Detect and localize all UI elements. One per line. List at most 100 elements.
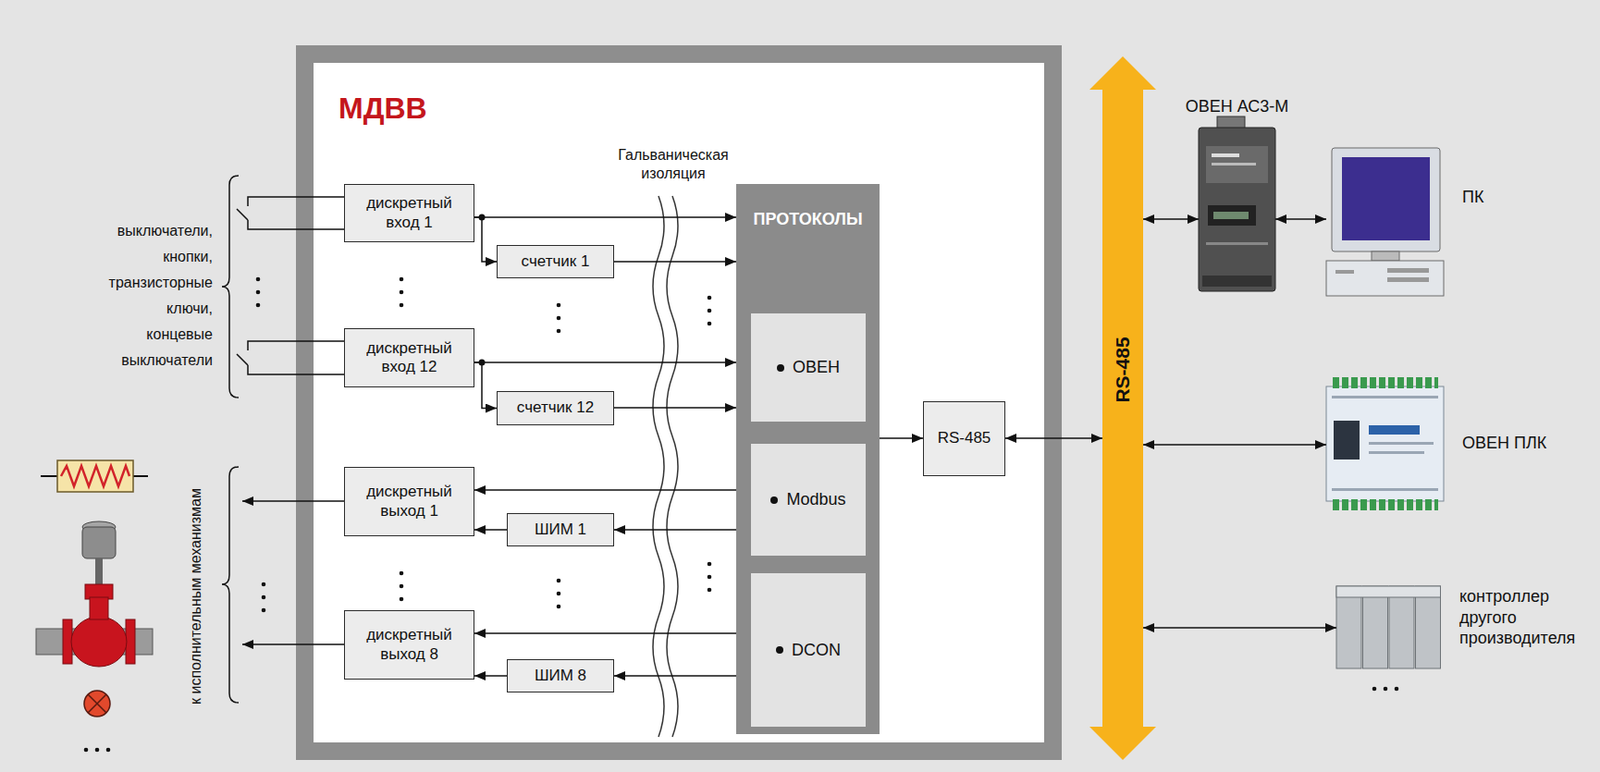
bus-arrow <box>1089 56 1157 761</box>
signal-arrow <box>474 489 737 492</box>
plc-device <box>1326 377 1444 511</box>
signal-arrow <box>474 217 497 262</box>
signal-arrow <box>474 216 737 219</box>
counter-box: счетчик 1 <box>496 245 615 279</box>
signal-arrow <box>879 437 924 440</box>
node-label: ШИМ 1 <box>534 520 587 540</box>
plc-device <box>1326 386 1444 502</box>
signal-arrow <box>1005 437 1103 440</box>
lamp-symbol <box>84 690 111 717</box>
computer-icon <box>1331 147 1440 252</box>
heater-symbol <box>61 466 130 487</box>
signal-arrow <box>474 529 507 531</box>
ellipsis-dots <box>399 597 405 603</box>
isolation-barrier <box>652 196 678 738</box>
converter-device <box>1198 116 1276 292</box>
computer-node: ПК <box>1326 147 1444 296</box>
node-label: контроллер другого производителя <box>1459 586 1589 650</box>
interface-box: RS-485 <box>923 401 1006 477</box>
input-box: дискретный вход 12 <box>344 328 475 388</box>
bus-band: RS-485 <box>1102 87 1144 727</box>
controller-node: контроллер другого производителя <box>1336 586 1441 669</box>
ellipsis-dots <box>707 321 713 327</box>
module-housing <box>295 45 1062 761</box>
signal-arrow <box>614 260 737 263</box>
plc-device <box>1331 395 1439 399</box>
signal-arrow <box>1143 218 1199 221</box>
module-housing <box>295 45 1062 761</box>
ellipsis-dots <box>556 604 562 610</box>
signal-arrow <box>474 362 497 409</box>
bullet-dot <box>776 364 785 372</box>
heater-symbol <box>40 475 58 478</box>
node-label: дискретный выход 1 <box>350 482 468 521</box>
ellipsis-dots <box>556 578 562 584</box>
converter-device <box>1198 127 1276 292</box>
signal-arrow <box>1143 443 1327 446</box>
junction-dot <box>479 214 486 222</box>
bullet-dot <box>775 646 784 654</box>
ellipsis-dots <box>556 303 562 308</box>
node-label: ШИМ 8 <box>534 666 587 686</box>
plc-device <box>1368 451 1425 455</box>
output-box: дискретный выход 1 <box>344 467 475 537</box>
controller-icon <box>1336 586 1441 598</box>
controller-icon <box>1363 586 1389 669</box>
signal-arrow <box>614 406 737 409</box>
node-label: счетчик 12 <box>516 398 594 418</box>
node-label: МДВВ <box>338 91 428 126</box>
lamp-symbol <box>84 690 111 717</box>
node-label: дискретный вход 12 <box>350 339 468 378</box>
bracket <box>221 175 239 703</box>
node-label: RS-485 <box>1111 336 1134 403</box>
pwm-box: ШИМ 1 <box>506 513 615 547</box>
protocol-box: Modbus <box>750 443 866 556</box>
output-arrows <box>242 643 345 646</box>
node-label: ОВЕН <box>792 357 840 378</box>
node-label: ПК <box>1462 186 1484 209</box>
valve-symbol <box>95 558 103 587</box>
signal-arrow <box>1275 218 1327 221</box>
controller-icon <box>1336 586 1441 669</box>
ellipsis-dots <box>106 748 111 753</box>
signal-arrow <box>474 675 507 677</box>
input-switches <box>236 341 345 375</box>
actuators-label: к исполнительным механизмам <box>187 488 205 705</box>
plc-device <box>1368 425 1420 435</box>
node-label: ОВЕН АС3-М <box>1185 97 1290 117</box>
node-label: Modbus <box>786 490 846 510</box>
bracket <box>221 467 239 703</box>
ellipsis-dots <box>707 588 713 593</box>
ellipsis-dots <box>1383 687 1389 692</box>
ellipsis-dots <box>707 562 713 567</box>
output-arrows <box>242 501 345 645</box>
plc-node: ОВЕН ПЛК <box>1326 377 1444 511</box>
bracket <box>221 175 239 398</box>
ellipsis-dots <box>399 584 405 590</box>
computer-icon <box>1335 270 1354 274</box>
plc-device <box>1331 499 1439 511</box>
ellipsis-dots <box>399 303 405 308</box>
lamp-symbol <box>87 694 107 714</box>
signal-arrow <box>474 361 737 364</box>
isolation-barrier <box>666 196 678 738</box>
ellipsis-dots <box>261 608 267 614</box>
node-label: ОВЕН ПЛК <box>1462 432 1547 455</box>
plc-device <box>1333 420 1360 460</box>
signal-arrow <box>614 529 737 531</box>
ellipsis-dots <box>556 329 562 334</box>
heater-symbol <box>40 460 148 493</box>
converter-device <box>1213 211 1249 220</box>
valve-symbol <box>89 597 109 620</box>
ellipsis-dots <box>1372 687 1378 692</box>
valve-symbol <box>71 616 127 667</box>
ellipsis-dots <box>399 290 405 296</box>
isolation-label: Гальваническая изоляция <box>599 146 748 184</box>
ellipsis-dots <box>399 277 405 283</box>
input-switches <box>236 196 345 375</box>
ellipsis-dots <box>256 277 261 283</box>
ellipsis-dots <box>261 595 267 601</box>
ellipsis-dots <box>556 591 562 597</box>
output-box: дискретный выход 8 <box>344 610 475 680</box>
input-switches <box>236 196 345 230</box>
